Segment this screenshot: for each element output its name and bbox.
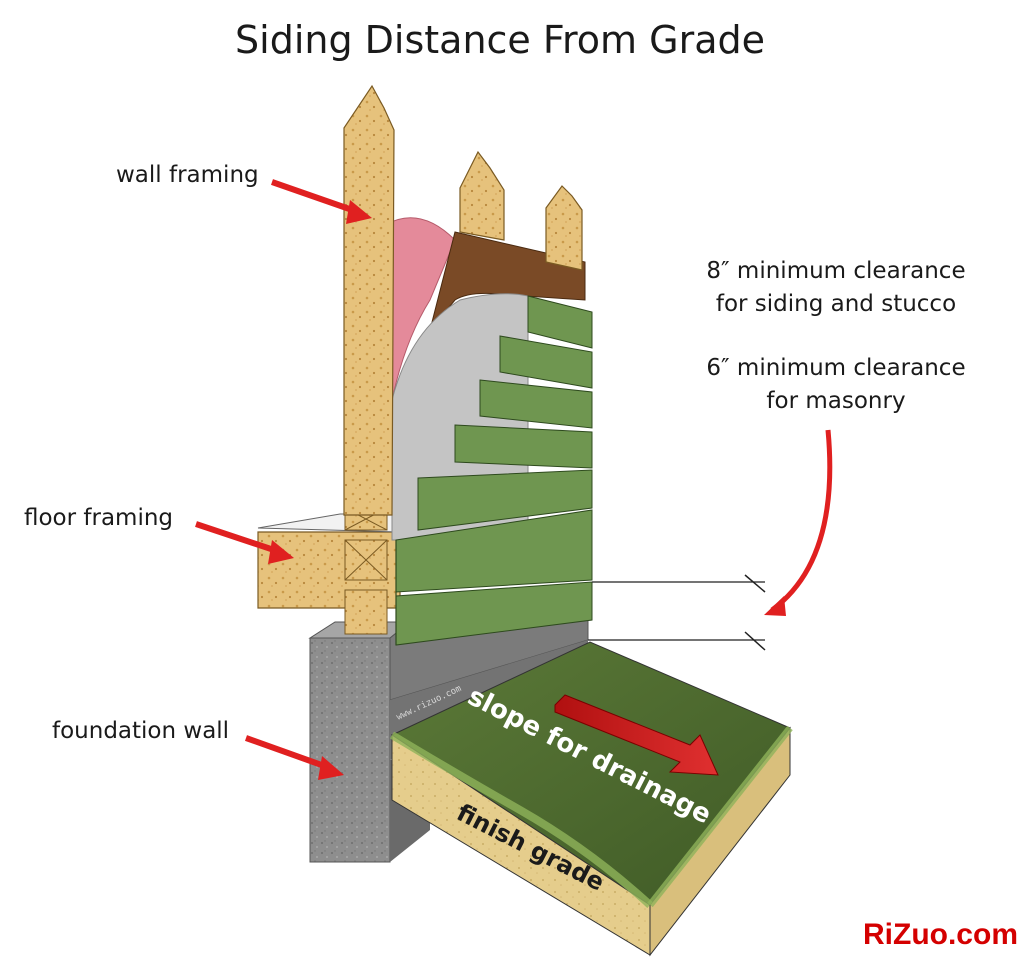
masonry-clearance-note: 6″ minimum clearance for masonry: [676, 352, 996, 418]
siding: [395, 295, 593, 646]
masonry-clearance-line2: for masonry: [766, 388, 906, 414]
diagram-title: Siding Distance From Grade: [235, 18, 765, 62]
slope-arrow: [554, 694, 719, 776]
floor-framing: [257, 507, 401, 635]
insulation: [384, 217, 456, 401]
masonry-clearance-line1: 6″ minimum clearance: [706, 355, 966, 381]
foundation-wall-arrow: [244, 735, 344, 780]
siding-clearance-line1: 8″ minimum clearance: [706, 258, 966, 284]
floor-framing-label: floor framing: [24, 505, 174, 531]
clearance-dimension-lines: [588, 574, 766, 651]
wall-framing: [343, 84, 583, 516]
brand-watermark: RiZuo.com: [863, 918, 1018, 951]
siding-clearance-line2: for siding and stucco: [715, 291, 957, 317]
wall-framing-label: wall framing: [116, 162, 259, 188]
floor-framing-arrow: [195, 521, 294, 564]
foundation-wall-label: foundation wall: [52, 718, 230, 744]
finish-grade-block: [389, 641, 793, 957]
clearance-pointer-arrow: [764, 429, 833, 616]
siding-clearance-note: 8″ minimum clearance for siding and stuc…: [676, 255, 996, 321]
wall-framing-arrow: [271, 179, 372, 224]
